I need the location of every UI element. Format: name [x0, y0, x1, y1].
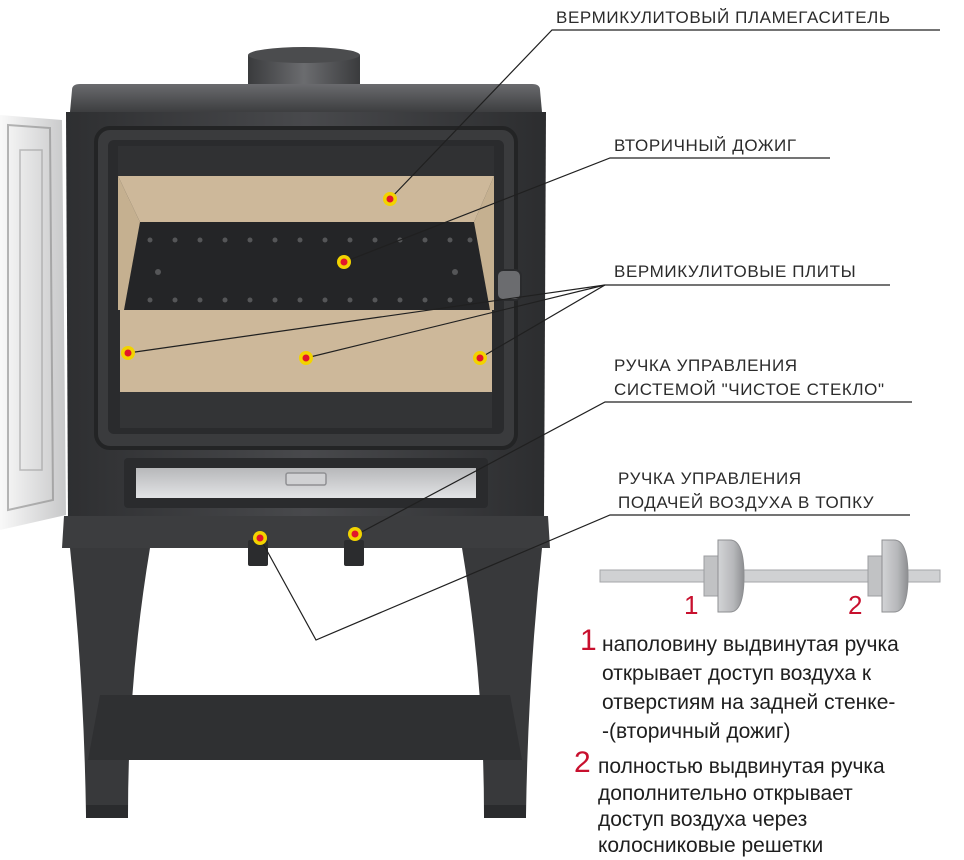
callout-flame-baffle: ВЕРМИКУЛИТОВЫЙ ПЛАМЕГАСИТЕЛЬ: [556, 8, 891, 27]
callout-vermiculite-plates: ВЕРМИКУЛИТОВЫЕ ПЛИТЫ: [614, 262, 857, 281]
note-1-number: 1: [580, 624, 597, 657]
leader-plates-center: [305, 284, 606, 359]
note-1: 1 наполовину выдвинутая ручка открывает …: [580, 626, 960, 746]
note-2-line-3: доступ воздуха через: [598, 808, 808, 831]
handle-position-schematic: [599, 539, 941, 613]
flame-baffle-plate: [118, 176, 494, 222]
position-number-2: 2: [848, 590, 863, 620]
marker-air-supply: [253, 531, 267, 545]
note-2-line-2: дополнительно открывает: [598, 782, 853, 805]
leader-plates-right: [479, 284, 890, 359]
leader-air-supply: [259, 514, 910, 641]
air-supply-handle-knob: [248, 540, 268, 566]
handle-position-2: [867, 539, 909, 613]
marker-clean-glass: [348, 527, 362, 541]
note-1-line-2: открывает доступ воздуха к: [602, 662, 872, 685]
leader-lines: [127, 29, 940, 641]
firebox: [118, 146, 522, 428]
note-2-line-1: полностью выдвинутая ручка: [598, 755, 885, 778]
marker-plates-left: [121, 346, 135, 360]
leader-plates-left: [127, 284, 606, 354]
note-1-line-1: наполовину выдвинутая ручка: [602, 633, 899, 656]
top-plate: [70, 84, 542, 112]
marker-plates-center: [299, 351, 313, 365]
ash-tray: [124, 458, 488, 508]
note-2-line-4: колосниковые решетки: [598, 834, 824, 857]
marker-secondary-burn: [337, 255, 351, 269]
secondary-burn-wall: [124, 222, 490, 310]
callout-clean-glass-handle-line-1: РУЧКА УПРАВЛЕНИЯ: [614, 356, 798, 375]
clean-glass-handle-knob: [344, 540, 364, 566]
note-2-number: 2: [574, 746, 591, 779]
callout-clean-glass-handle-line-2: СИСТЕМОЙ "ЧИСТОЕ СТЕКЛО": [614, 380, 885, 399]
note-1-line-4: -(вторичный дожиг): [602, 720, 791, 743]
leader-clean-glass: [355, 401, 912, 536]
base-band: [62, 516, 550, 548]
handle-position-1: [703, 539, 745, 613]
callout-air-supply-handle-line-2: ПОДАЧЕЙ ВОЗДУХА В ТОПКУ: [618, 493, 875, 512]
leader-secondary-burn: [343, 157, 830, 263]
marker-flame-baffle: [383, 192, 397, 206]
callout-air-supply-handle-line-1: РУЧКА УПРАВЛЕНИЯ: [618, 469, 802, 488]
position-number-1: 1: [684, 590, 699, 620]
note-2: 2 полностью выдвинутая ручка дополнитель…: [574, 748, 960, 859]
callout-secondary-burn: ВТОРИЧНЫЙ ДОЖИГ: [614, 136, 797, 155]
note-1-line-3: отверстиям на задней стенке-: [602, 691, 896, 714]
marker-plates-right: [473, 351, 487, 365]
leader-flame-baffle: [389, 29, 940, 200]
stove-stand: [70, 548, 542, 818]
open-door: [0, 115, 66, 530]
callout-markers: [121, 192, 487, 545]
